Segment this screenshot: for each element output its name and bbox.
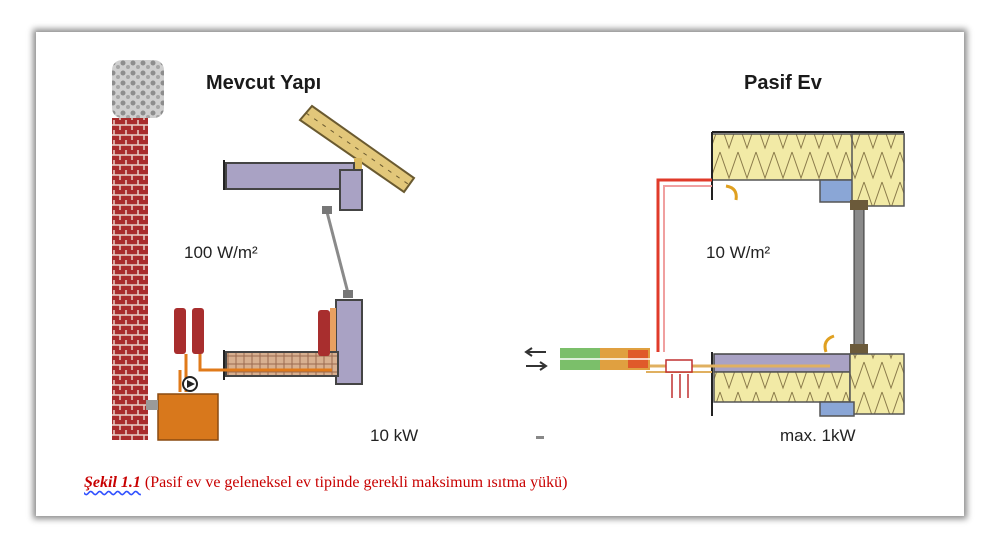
existing-heat-load: 100 W/m² — [184, 243, 258, 262]
lower-wall — [335, 299, 363, 385]
figure-caption-text: (Pasif ev ve geleneksel ev tipinde gerek… — [140, 474, 568, 491]
exhaust-air-arrow — [823, 334, 835, 353]
existing-heating-power: 10 kW — [370, 426, 419, 445]
passive-house-title: Pasif Ev — [744, 72, 822, 94]
passive-heating-power: max. 1kW — [780, 426, 856, 445]
floor-slab — [225, 351, 339, 377]
window-frame — [853, 205, 865, 347]
radiator — [192, 308, 204, 354]
existing-building-diagram — [112, 60, 416, 441]
radiator — [174, 308, 186, 354]
chimney-cap — [112, 60, 164, 118]
window-pane — [325, 211, 350, 294]
passive-house-diagram — [524, 131, 905, 439]
radiator — [318, 310, 330, 356]
outdoor-air-arrow — [524, 347, 546, 357]
post-heater — [665, 359, 693, 373]
existing-building-title: Mevcut Yapı — [206, 72, 322, 94]
figure-number: Şekil 1.1 — [84, 474, 141, 491]
supply-air-arrow — [725, 184, 738, 201]
brick-wall — [112, 118, 148, 440]
floor-insulation — [713, 371, 851, 403]
supply-duct — [656, 178, 712, 352]
boiler — [157, 393, 219, 441]
ceiling-slab — [225, 162, 355, 190]
passive-heat-load: 10 W/m² — [706, 243, 771, 262]
figure-caption: Şekil 1.1 (Pasif ev ve geleneksel ev tip… — [84, 474, 567, 492]
floor-slab — [713, 353, 851, 373]
exhaust-out-arrow — [526, 361, 548, 371]
